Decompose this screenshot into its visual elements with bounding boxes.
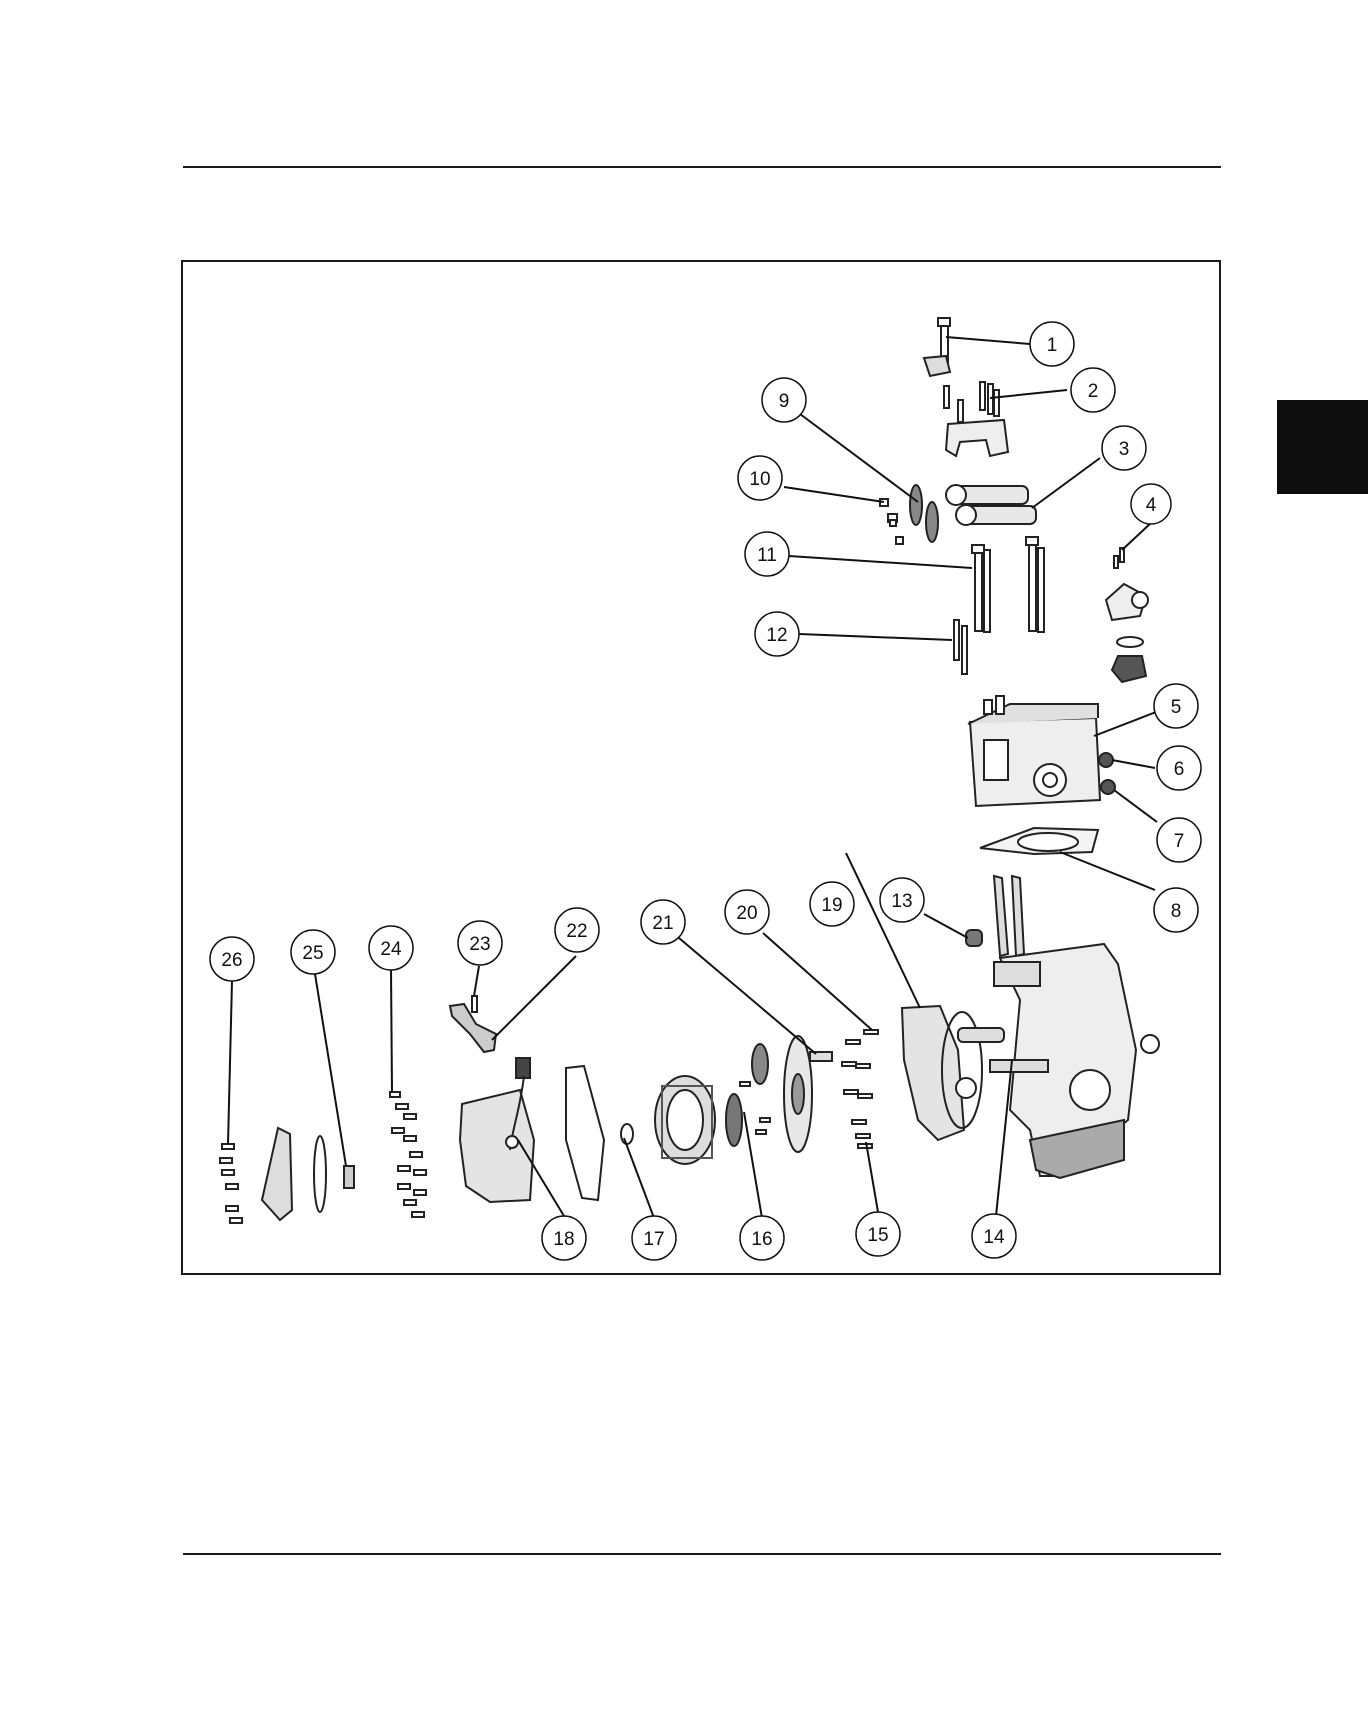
callout-12: 12 [755, 612, 799, 656]
part-8-head-gasket [980, 828, 1098, 854]
part-12-studs [954, 620, 967, 674]
callout-10: 10 [738, 456, 782, 500]
svg-text:14: 14 [983, 1227, 1005, 1248]
part-2-cam-carrier [944, 382, 1008, 456]
callout-20: 20 [725, 890, 769, 934]
svg-text:13: 13 [891, 891, 912, 912]
callout-21: 21 [641, 900, 685, 944]
part-13-plug [966, 930, 982, 946]
part-6-nut [1099, 753, 1113, 767]
callout-18: 18 [542, 1216, 586, 1260]
svg-text:19: 19 [821, 895, 842, 916]
svg-text:16: 16 [751, 1229, 772, 1250]
svg-text:9: 9 [779, 391, 790, 412]
callout-26: 26 [210, 937, 254, 981]
svg-text:20: 20 [736, 903, 757, 924]
part-14-crankcase [990, 876, 1159, 1178]
svg-text:1: 1 [1047, 335, 1058, 356]
svg-text:25: 25 [302, 943, 323, 964]
part-16-gears [726, 1036, 812, 1152]
callout-3: 3 [1102, 426, 1146, 470]
part-15-bolts [842, 1062, 872, 1148]
part-25-chain-guide [262, 1128, 354, 1220]
part-5-cylinder-head [968, 696, 1100, 806]
part-26-bolts [220, 1144, 242, 1223]
callout-23: 23 [458, 921, 502, 965]
svg-text:5: 5 [1171, 697, 1182, 718]
callout-7: 7 [1157, 818, 1201, 862]
callout-17: 17 [632, 1216, 676, 1260]
svg-text:22: 22 [566, 921, 587, 942]
part-22-sensor [450, 996, 496, 1052]
callout-19: 19 [810, 882, 854, 926]
callout-1: 1 [1030, 322, 1074, 366]
part-9-sprockets [910, 485, 938, 542]
svg-text:15: 15 [867, 1225, 888, 1246]
callout-2: 2 [1071, 368, 1115, 412]
callout-4: 4 [1131, 484, 1171, 524]
svg-text:3: 3 [1119, 439, 1130, 460]
callout-16: 16 [740, 1216, 784, 1260]
svg-text:4: 4 [1146, 495, 1157, 516]
callout-5: 5 [1154, 684, 1198, 728]
svg-text:8: 8 [1171, 901, 1182, 922]
callout-6: 6 [1157, 746, 1201, 790]
svg-text:11: 11 [757, 545, 777, 566]
callout-22: 22 [555, 908, 599, 952]
callout-8: 8 [1154, 888, 1198, 932]
svg-text:2: 2 [1088, 381, 1099, 402]
callout-9: 9 [762, 378, 806, 422]
svg-text:6: 6 [1174, 759, 1185, 780]
svg-text:21: 21 [652, 913, 673, 934]
part-10-bolts [880, 499, 903, 544]
callout-25: 25 [291, 930, 335, 974]
svg-text:12: 12 [766, 625, 787, 646]
part-20-bolts [846, 1030, 878, 1044]
part-1-bolt [924, 318, 950, 376]
part-7-nut [1101, 780, 1115, 794]
svg-text:18: 18 [553, 1229, 574, 1250]
callout-24: 24 [369, 926, 413, 970]
callout-13: 13 [880, 878, 924, 922]
svg-text:7: 7 [1174, 831, 1185, 852]
part-3-camshafts [946, 485, 1036, 525]
callout-14: 14 [972, 1214, 1016, 1258]
part-4-thermostat-housing [1106, 548, 1148, 682]
callout-15: 15 [856, 1212, 900, 1256]
part-17-rotor [621, 1076, 715, 1164]
part-21-dowel [810, 1052, 832, 1061]
callout-11: 11 [745, 532, 789, 576]
part-18-stator-cover [460, 1058, 604, 1202]
part-11-long-bolts [972, 537, 1044, 632]
svg-text:10: 10 [749, 469, 770, 490]
svg-text:26: 26 [221, 950, 242, 971]
part-24-bolts [390, 1092, 426, 1217]
svg-text:24: 24 [380, 939, 402, 960]
svg-text:17: 17 [643, 1229, 664, 1250]
svg-text:23: 23 [469, 934, 490, 955]
part-19-cover [902, 1006, 1004, 1140]
